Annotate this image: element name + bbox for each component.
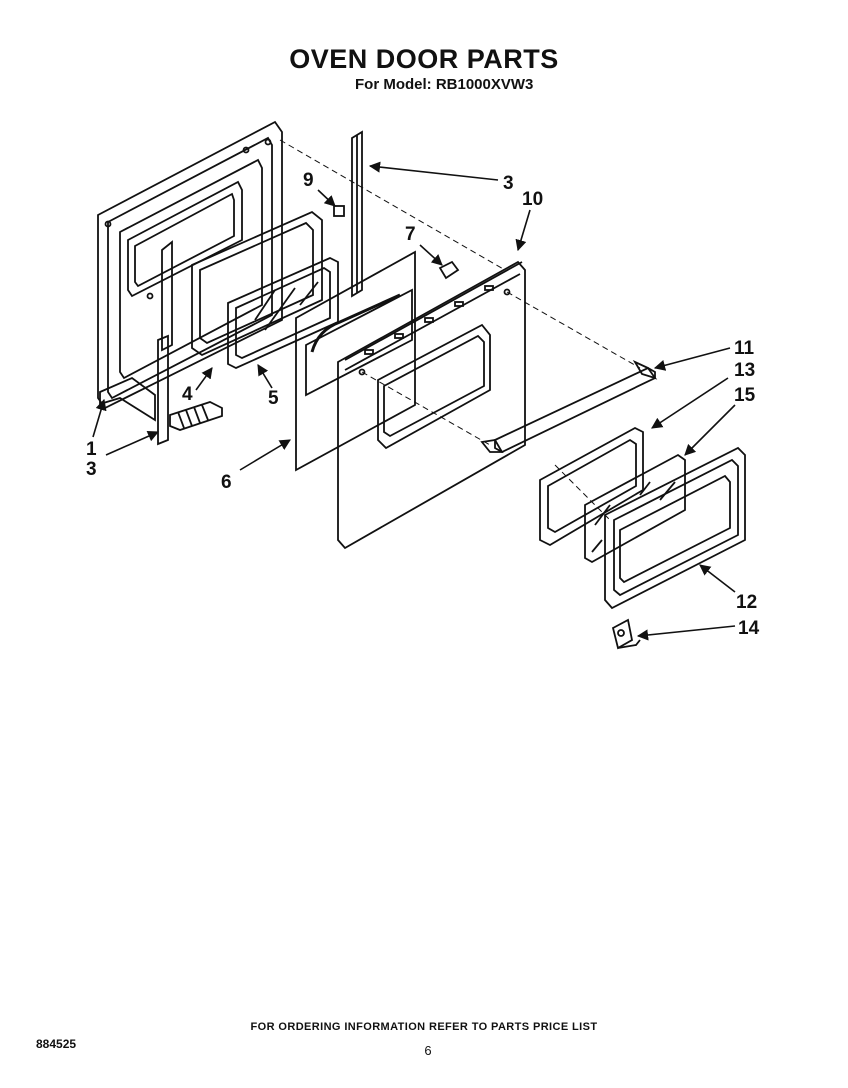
- door-trim-frame: [604, 446, 746, 610]
- callout-11: 11: [734, 338, 755, 359]
- page-number: 6: [424, 1043, 432, 1058]
- door-insulation: [295, 250, 416, 472]
- callout-9: 9: [303, 170, 314, 191]
- callout-1: 1: [86, 439, 97, 460]
- callout-14: 14: [738, 618, 760, 639]
- assembly-lines: [279, 139, 641, 521]
- callout-3-upper: 3: [503, 173, 514, 194]
- callout-7: 7: [405, 224, 416, 245]
- page-title: OVEN DOOR PARTS: [289, 44, 559, 74]
- model-subtitle: For Model: RB1000XVW3: [355, 76, 534, 93]
- document-number: 884525: [36, 1037, 77, 1051]
- ordering-note: FOR ORDERING INFORMATION REFER TO PARTS …: [250, 1021, 598, 1033]
- callout-6: 6: [221, 472, 232, 493]
- callout-15: 15: [734, 385, 756, 406]
- outer-glass-frame: [539, 426, 644, 547]
- callout-10: 10: [522, 189, 543, 210]
- callout-4: 4: [182, 384, 193, 405]
- stop-bumper-part: [333, 205, 345, 217]
- leader-arrows: [92, 161, 736, 641]
- side-channel-right: [351, 130, 363, 298]
- callout-13: 13: [734, 360, 755, 381]
- door-hinge-left: [99, 240, 223, 446]
- inner-door-panel: [97, 120, 283, 410]
- callout-3-lower: 3: [86, 459, 97, 480]
- callout-12: 12: [736, 592, 757, 613]
- outer-window-glass: [584, 453, 686, 564]
- glass-gasket-frame: [191, 210, 323, 357]
- door-trim-rail: [480, 359, 658, 454]
- spring-clip-part: [438, 260, 460, 280]
- door-clip: [611, 618, 641, 650]
- callout-5: 5: [268, 388, 279, 409]
- outer-door-panel: [337, 260, 526, 550]
